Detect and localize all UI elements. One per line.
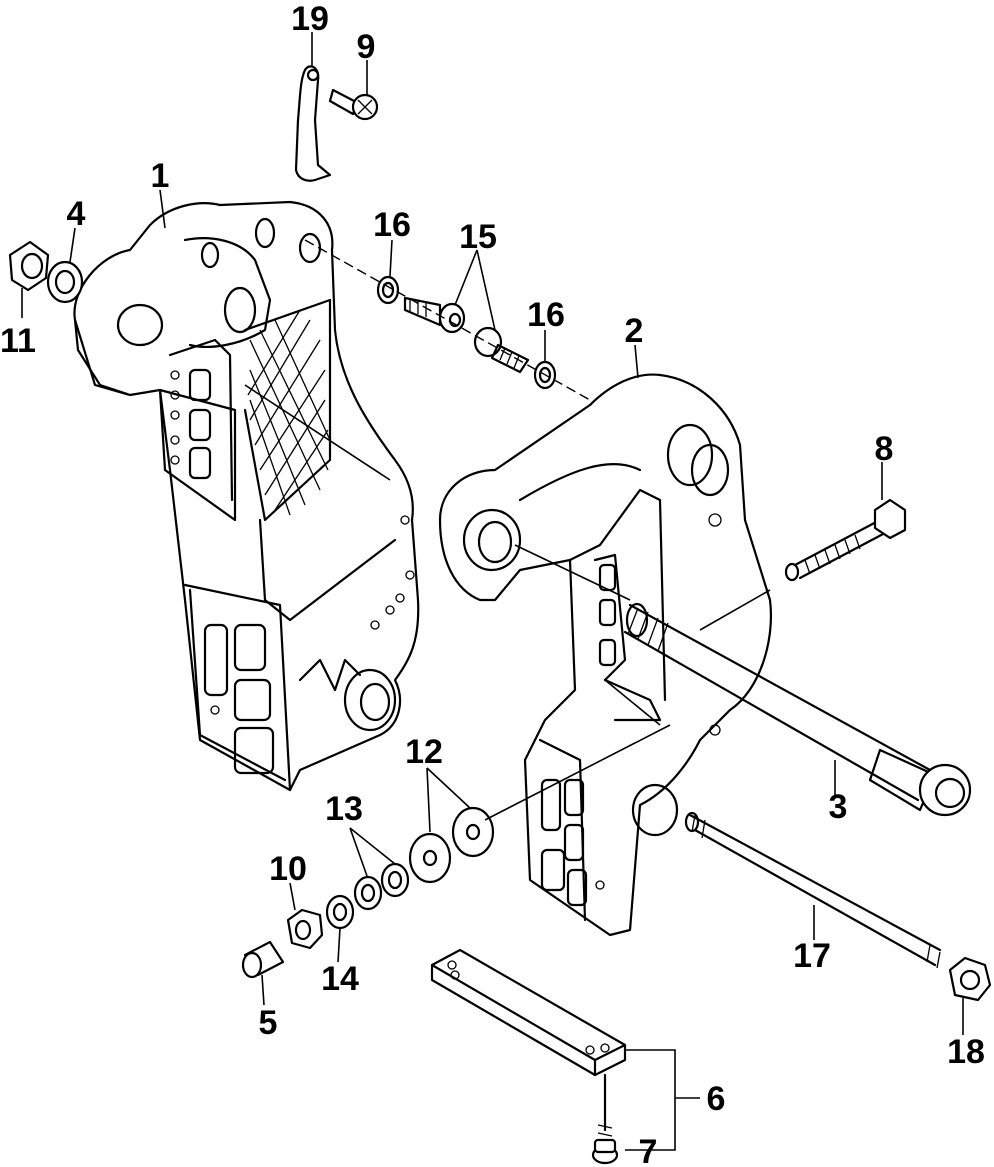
- washers-12: [408, 806, 495, 884]
- callout-19: 19: [291, 0, 329, 38]
- tilt-tube: [514, 544, 972, 817]
- callout-11: 11: [0, 322, 36, 360]
- washer-14: [325, 894, 355, 930]
- callout-17: 17: [793, 937, 831, 975]
- leader-lines: [21, 32, 964, 1151]
- washer-4: [46, 260, 84, 304]
- bolt-15-lower: [473, 326, 530, 374]
- bolt-15-upper: [403, 296, 466, 334]
- assembly-lines: [244, 239, 671, 821]
- screw-9: [328, 88, 379, 121]
- clamp-bracket-left: [73, 200, 420, 792]
- callout-7: 7: [639, 1133, 658, 1167]
- callout-9: 9: [357, 28, 376, 66]
- screw-7: [591, 1073, 619, 1165]
- callout-8: 8: [875, 430, 894, 468]
- plate-6: [430, 948, 627, 1077]
- bushing-5: [241, 940, 285, 979]
- washer-16-upper: [376, 275, 400, 305]
- callout-12: 12: [405, 733, 443, 771]
- callout-5: 5: [259, 1004, 278, 1042]
- nut-18: [948, 956, 992, 1002]
- washers-13: [353, 862, 410, 911]
- bolt-8: [699, 498, 907, 631]
- callout-2: 2: [625, 312, 644, 350]
- callout-13: 13: [325, 790, 363, 828]
- callout-10: 10: [269, 850, 307, 888]
- callout-4: 4: [67, 195, 86, 233]
- callout-6: 6: [707, 1080, 726, 1118]
- through-bolt-17: [684, 811, 942, 969]
- callout-15: 15: [459, 218, 497, 256]
- clamp-bracket-right: [438, 373, 772, 937]
- callout-16-upper: 16: [373, 206, 411, 244]
- callout-14: 14: [321, 960, 359, 998]
- nut-11: [8, 240, 50, 292]
- nut-10: [286, 908, 324, 950]
- callout-1: 1: [151, 157, 170, 195]
- grease-fitting-19: [294, 65, 332, 182]
- callout-16-lower: 16: [527, 296, 565, 334]
- callout-18: 18: [947, 1033, 985, 1071]
- callout-3: 3: [829, 788, 848, 826]
